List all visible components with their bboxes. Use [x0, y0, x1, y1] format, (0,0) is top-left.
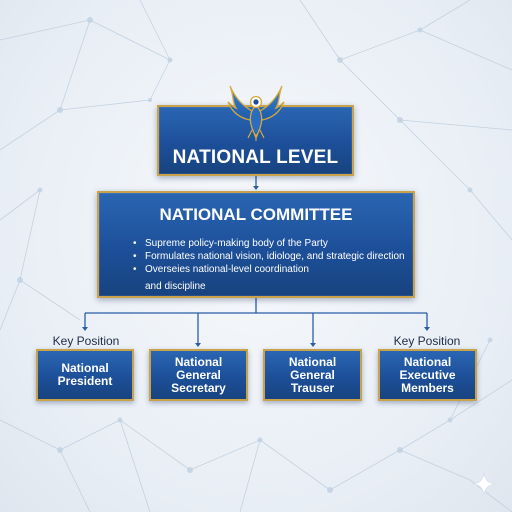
arrowhead-pos-2: [195, 343, 201, 347]
bullet-continuation: and discipline: [145, 281, 206, 292]
position-box-national-president: National President: [36, 349, 134, 401]
national-committee-title: NATIONAL COMMITTEE: [159, 205, 353, 224]
position-line: Secretary: [171, 380, 226, 395]
key-position-label-right: Key Position: [393, 334, 461, 348]
position-line: National: [174, 354, 223, 369]
position-line: National: [61, 361, 109, 375]
position-box-national-general-secretary: National General Secretary: [149, 349, 248, 401]
national-level-title: NATIONAL LEVEL: [172, 147, 339, 168]
arrowhead-pos-4: [424, 327, 430, 331]
key-position-label-left: Key Position: [52, 334, 120, 348]
arrowhead-pos-3: [310, 343, 316, 347]
sparkle-icon: [472, 472, 496, 496]
position-line: Executive: [399, 367, 456, 382]
position-line: Members: [401, 380, 454, 395]
position-line: General: [176, 367, 221, 382]
position-line: General: [290, 367, 335, 382]
position-line: National: [288, 354, 337, 369]
list-item: Supreme policy-making body of the Party: [133, 237, 405, 250]
position-box-national-general-trauser: National General Trauser: [263, 349, 362, 401]
list-item: Formulates national vision, idiologe, an…: [133, 250, 405, 263]
position-line: President: [57, 374, 113, 388]
national-committee-box: NATIONAL COMMITTEE Supreme policy-making…: [97, 191, 415, 298]
list-item: Overseies national-level coordination: [133, 263, 405, 276]
position-box-national-executive-members: National Executive Members: [378, 349, 477, 401]
eagle-emblem-icon: [227, 85, 285, 141]
arrowhead-pos-1: [82, 327, 88, 331]
committee-bullet-list: Supreme policy-making body of the Party …: [133, 237, 405, 276]
position-line: Trauser: [290, 380, 335, 395]
position-line: National: [403, 354, 452, 369]
arrowhead-committee: [253, 186, 259, 190]
